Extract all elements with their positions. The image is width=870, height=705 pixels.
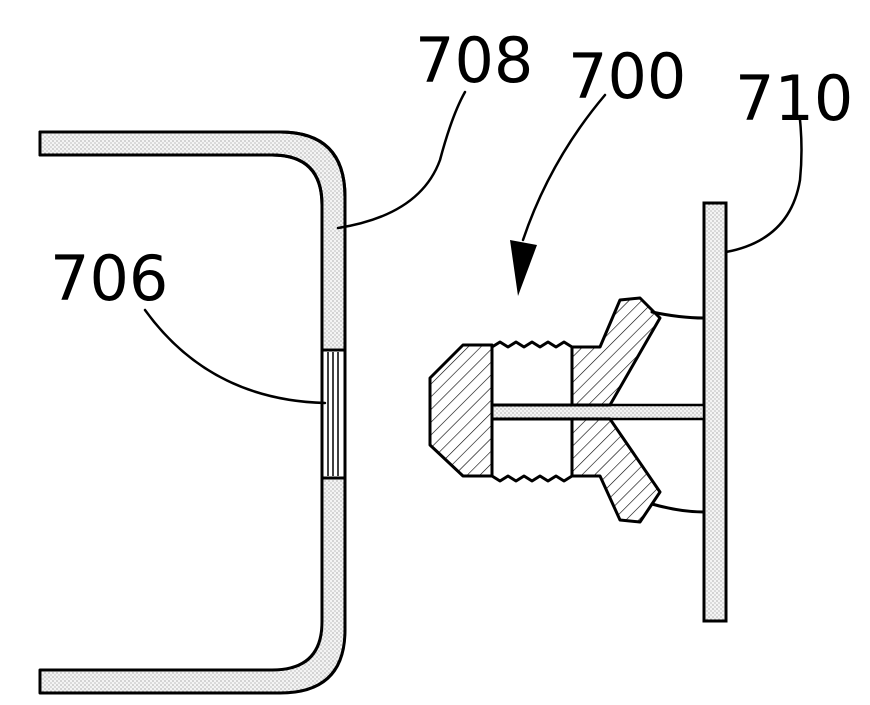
fastener-700 <box>428 296 706 524</box>
channel-member-708 <box>38 130 347 695</box>
reference-labels: 708 700 710 706 <box>50 24 853 315</box>
leader-lines <box>143 90 803 405</box>
leader-708 <box>336 90 467 230</box>
label-706: 706 <box>50 242 168 315</box>
label-710: 710 <box>735 62 853 135</box>
leader-706 <box>143 308 327 405</box>
leader-700 <box>521 93 607 242</box>
label-708: 708 <box>415 24 533 97</box>
label-700: 700 <box>568 40 686 113</box>
leader-710 <box>724 118 803 254</box>
grommet-706 <box>320 348 347 480</box>
panel-710 <box>702 201 728 623</box>
arrowhead-700 <box>510 240 537 296</box>
